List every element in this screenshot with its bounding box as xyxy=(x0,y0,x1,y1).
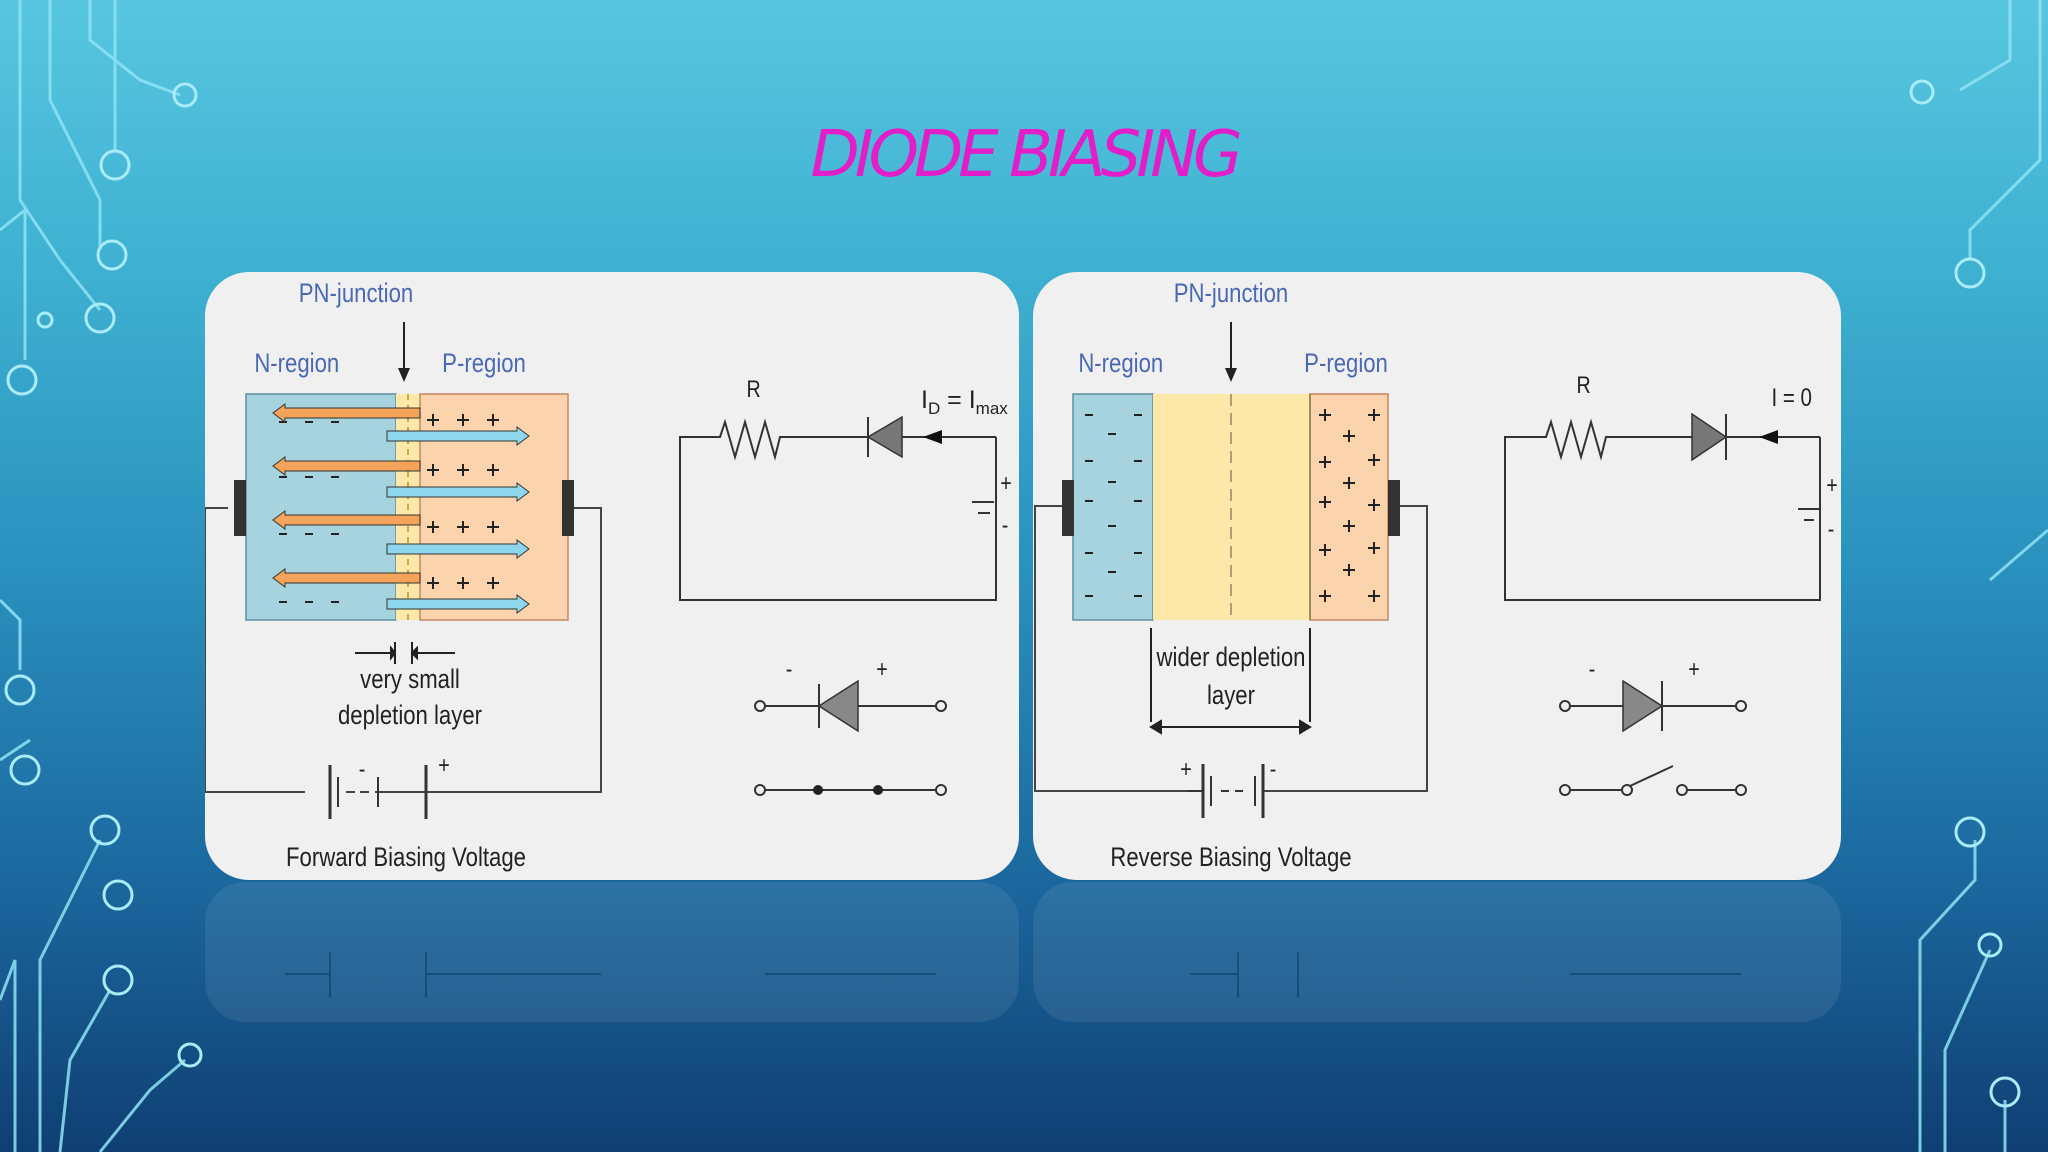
reverse-bias-diagram xyxy=(1034,322,1821,818)
diode-minus-label: - xyxy=(1588,656,1596,683)
depletion-label-line1: wider depletion xyxy=(1156,642,1306,672)
resistor-label: R xyxy=(1576,372,1591,399)
supply-plus-label: + xyxy=(1180,756,1192,783)
supply-minus-label: - xyxy=(358,756,366,783)
depletion-label-line2: layer xyxy=(1207,680,1255,710)
diode-plus-label: + xyxy=(876,656,888,683)
reverse-bias-panel: PN-junction N-region P-region R I = 0 + … xyxy=(1033,272,1841,880)
n-region-label: N-region xyxy=(254,348,340,378)
forward-caption: Forward Biasing Voltage xyxy=(285,842,526,872)
battery-plus-label: + xyxy=(1000,470,1012,497)
battery-minus-label: - xyxy=(1001,512,1009,539)
p-region-label: P-region xyxy=(442,348,526,378)
resistor-label: R xyxy=(746,376,761,403)
depletion-label-line2: depletion layer xyxy=(337,700,483,730)
p-region-label: P-region xyxy=(1304,348,1388,378)
pn-junction-label: PN-junction xyxy=(298,278,414,308)
forward-bias-diagram xyxy=(205,322,997,819)
forward-bias-panel: PN-junction N-region P-region R ID = Ima… xyxy=(205,272,1019,880)
diode-minus-label: - xyxy=(785,656,793,683)
current-label: ID = Imax xyxy=(921,386,1008,418)
diode-plus-label: + xyxy=(1688,656,1700,683)
battery-minus-label: - xyxy=(1827,516,1835,543)
n-region-label: N-region xyxy=(1078,348,1164,378)
pn-junction-label: PN-junction xyxy=(1173,278,1289,308)
depletion-label-line1: very small xyxy=(360,664,460,694)
supply-minus-label: - xyxy=(1269,756,1277,783)
battery-plus-label: + xyxy=(1826,472,1838,499)
page-title: DIODE BIASING xyxy=(810,118,1242,192)
panel-reflection xyxy=(205,882,1841,1022)
supply-plus-label: + xyxy=(438,752,450,779)
current-label: I = 0 xyxy=(1771,384,1812,412)
reverse-caption: Reverse Biasing Voltage xyxy=(1110,842,1352,872)
